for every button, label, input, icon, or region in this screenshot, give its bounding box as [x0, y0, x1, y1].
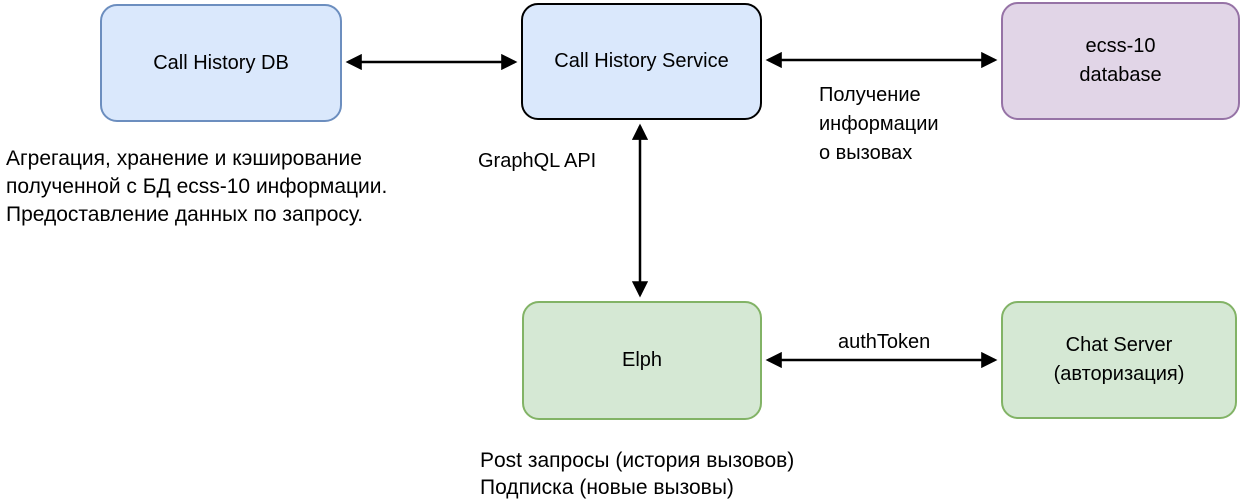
node-chat-server: Chat Server (авторизация)	[1001, 301, 1237, 419]
node-call-history-service: Call History Service	[521, 3, 762, 120]
node-elph-label: Elph	[621, 349, 663, 371]
edge-label-graphql-api: GraphQL API	[478, 150, 597, 172]
node-chat-server-label: Chat Server (авторизация)	[1053, 334, 1185, 385]
edge-label-poluchenie-informacii: Получение информации о вызовах	[819, 84, 939, 164]
annotation-db-note: Агрегация, хранение и кэширование получе…	[6, 147, 388, 226]
node-elph: Elph	[522, 301, 762, 420]
edge-label-authtoken: authToken	[838, 331, 931, 353]
annotation-elph-note: Post запросы (история вызовов) Подписка …	[480, 449, 795, 499]
node-ecss10-database-label: ecss-10 database	[1079, 35, 1162, 86]
node-ecss10-database: ecss-10 database	[1001, 2, 1240, 120]
node-call-history-service-label: Call History Service	[554, 50, 729, 72]
node-call-history-db: Call History DB	[100, 4, 342, 122]
node-call-history-db-label: Call History DB	[153, 51, 289, 74]
